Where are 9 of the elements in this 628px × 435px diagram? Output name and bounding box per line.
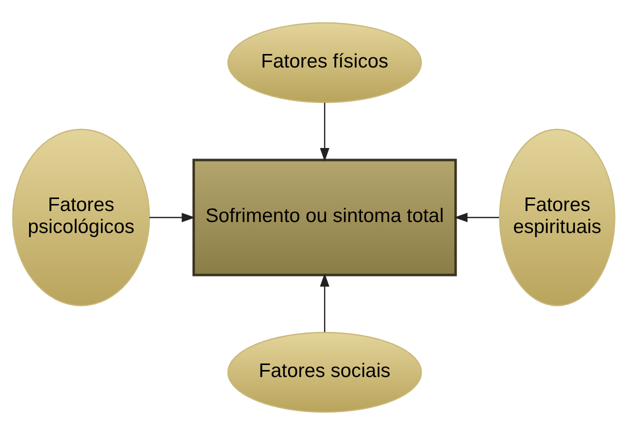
node-ellipse: Fatores sociais <box>227 332 422 413</box>
node-box: Sofrimento ou sintoma total <box>192 158 457 276</box>
node-ellipse: Fatores psicológicos <box>12 128 150 306</box>
node-ellipse: Fatores físicos <box>227 22 422 104</box>
arrow <box>320 273 330 332</box>
arrow <box>454 212 500 222</box>
arrow <box>150 212 196 222</box>
arrow <box>320 102 330 162</box>
node-ellipse: Fatores espirituais <box>499 128 616 306</box>
